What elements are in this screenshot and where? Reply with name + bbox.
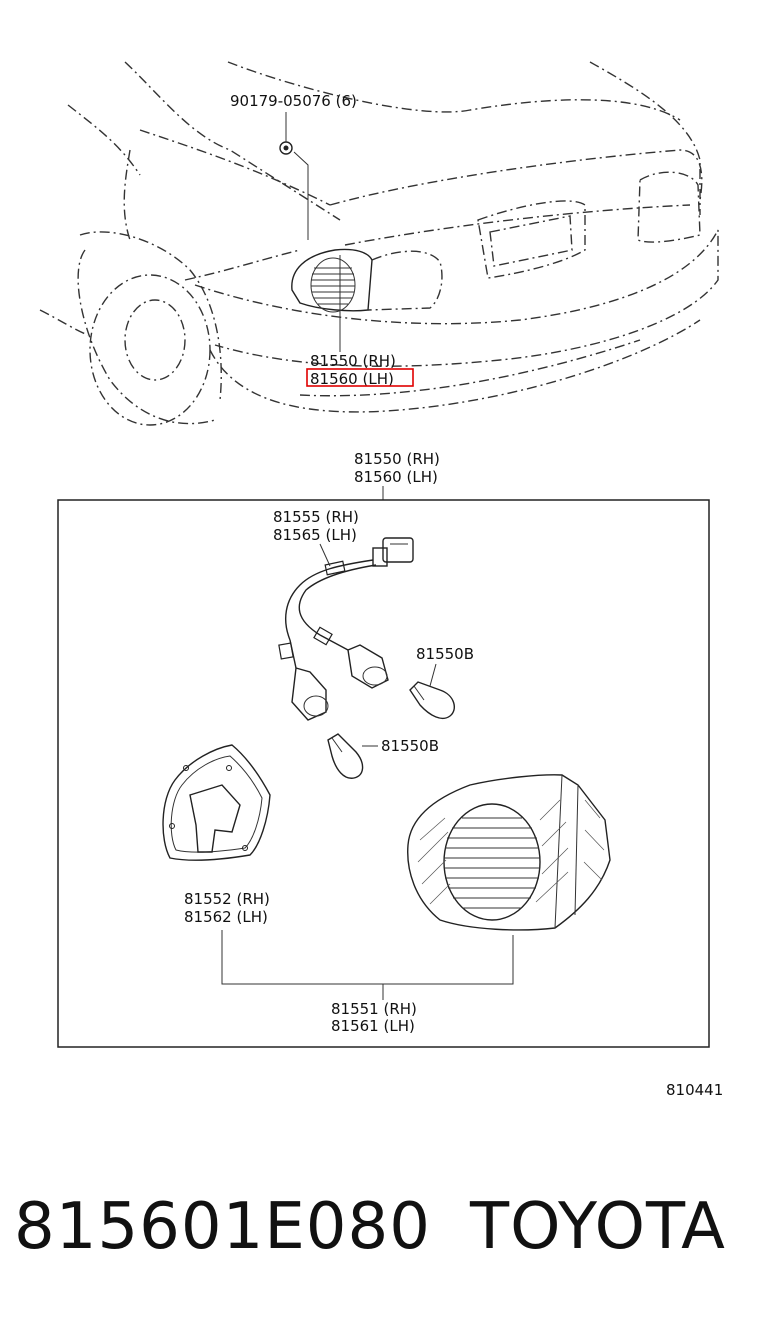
bulb-b-icon	[327, 733, 364, 779]
bolt-icon	[279, 141, 293, 155]
socket-lh-label: 81565 (LH)	[273, 526, 357, 544]
highlight-box	[306, 368, 414, 387]
assembly-rh-label: 81550 (RH)	[354, 450, 440, 468]
bulb-a-icon	[409, 681, 456, 720]
gasket-icon	[162, 744, 271, 861]
detail-frame	[57, 499, 710, 1048]
bulb-a-label: 81550B	[416, 645, 474, 663]
socket-rh-label: 81555 (RH)	[273, 508, 359, 526]
gasket-lh-label: 81562 (LH)	[184, 908, 268, 926]
car-rear-illustration	[39, 61, 719, 426]
figure-number: 810441	[666, 1081, 723, 1099]
brand-name: TOYOTA	[470, 1190, 726, 1264]
lens-rh-label: 81551 (RH)	[331, 1000, 417, 1018]
bolt-label: 90179-05076 (6)	[230, 92, 357, 110]
lamp-lh-label: 81560 (LH)	[310, 370, 394, 388]
lens-icon	[407, 774, 611, 931]
lamp-rh-label: 81550 (RH)	[310, 352, 396, 370]
gasket-rh-label: 81552 (RH)	[184, 890, 270, 908]
socket-wire-harness	[278, 537, 414, 721]
lens-lh-label: 81561 (LH)	[331, 1017, 415, 1035]
bulb-b-label: 81550B	[381, 737, 439, 755]
parts-diagram: 90179-05076 (6) 81550 (RH) 81560 (LH) 81…	[39, 61, 723, 1099]
assembly-lh-label: 81560 (LH)	[354, 468, 438, 486]
part-number: 815601E080	[14, 1190, 431, 1264]
